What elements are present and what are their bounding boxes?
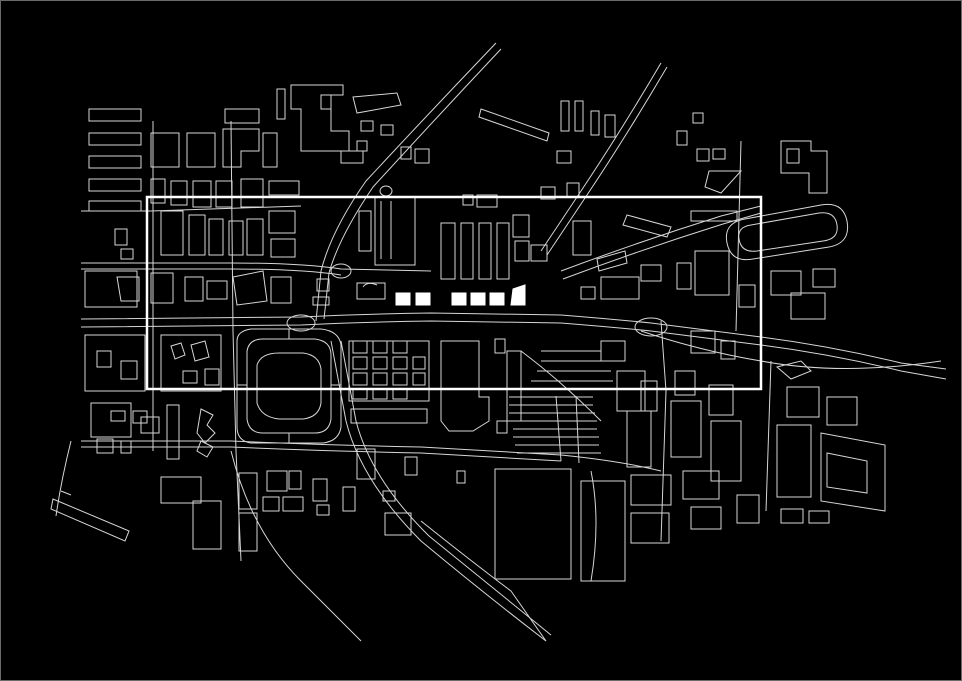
running-track	[725, 203, 849, 261]
buildings-west	[84, 108, 300, 460]
buildings-central	[160, 84, 592, 552]
buildings-east	[478, 100, 886, 544]
highlighted-buildings	[395, 284, 526, 306]
buildings-southwest	[50, 490, 130, 542]
road-network	[55, 42, 947, 642]
study-area-boundary	[145, 195, 763, 391]
railway-yard	[494, 340, 646, 582]
stadium	[236, 328, 342, 444]
